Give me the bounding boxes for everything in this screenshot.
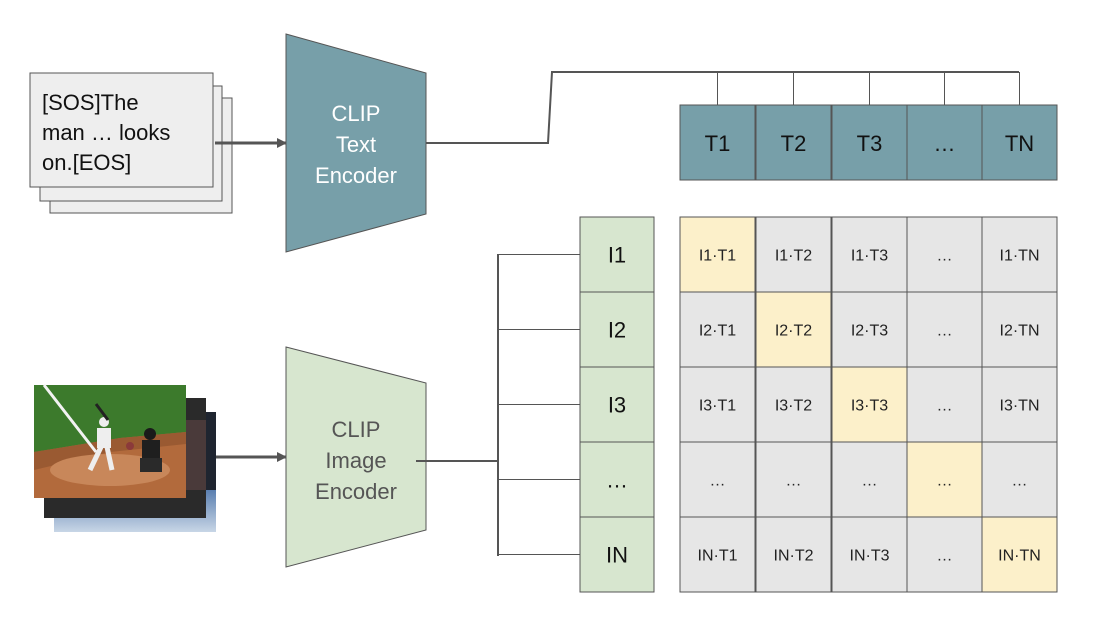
matrix-cell <box>755 516 832 593</box>
image-encoder: CLIP Image Encoder <box>285 346 427 568</box>
matrix-cell <box>981 291 1058 368</box>
matrix-cell-label: I2·T3 <box>851 323 888 340</box>
text-card-stack: [SOS]The man … looks on.[EOS] <box>29 72 233 214</box>
matrix-cell-label: … <box>1012 473 1028 490</box>
matrix-cell-label: IN·TN <box>998 548 1041 565</box>
image-token-cell <box>579 366 655 443</box>
text-token-cell <box>755 104 832 181</box>
image-token-label: I1 <box>608 243 626 268</box>
matrix-cell-label: I3·T3 <box>851 398 888 415</box>
image-back-1-detail <box>186 420 206 490</box>
image-encoder-shape <box>285 346 427 568</box>
image-encoder-label-1: CLIP <box>332 417 381 442</box>
matrix-cell-label: … <box>937 548 953 565</box>
text-token-label: T2 <box>781 131 807 156</box>
matrix-cell-label: IN·T1 <box>698 548 738 565</box>
matrix-cell-label: I1·T2 <box>775 248 812 265</box>
matrix-cell <box>679 441 756 518</box>
matrix-cell-label: IN·T3 <box>850 548 890 565</box>
text-encoder: CLIP Text Encoder <box>285 33 427 253</box>
matrix-cell-label: I3·TN <box>1000 398 1040 415</box>
baseball-photo <box>34 384 186 498</box>
text-token-label: … <box>934 131 956 156</box>
text-token-label: T3 <box>857 131 883 156</box>
matrix-cell <box>831 441 908 518</box>
text-token-cell <box>679 104 756 181</box>
text-encoder-label-2: Text <box>336 132 376 157</box>
matrix-cell <box>755 216 832 293</box>
text-encoder-shape <box>285 33 427 253</box>
matrix-cell-label: IN·T2 <box>774 548 814 565</box>
image-encoder-label-3: Encoder <box>315 479 397 504</box>
text-card-line-1: [SOS]The <box>42 90 139 115</box>
matrix-cell <box>831 216 908 293</box>
matrix-cell-label: I1·TN <box>1000 248 1040 265</box>
matrix-cell-label: I2·TN <box>1000 323 1040 340</box>
matrix-cell <box>981 441 1058 518</box>
text-token-cell <box>981 104 1058 181</box>
matrix-cell-label: I1·T1 <box>699 248 736 265</box>
text-token-cell <box>831 104 908 181</box>
similarity-matrix: I1·T1 I1·T2 I1·T3 … I1·TN I2·T1 I2·T2 I2·T3 … I2·… <box>679 216 1058 593</box>
matrix-cell <box>679 291 756 368</box>
matrix-cell-label: … <box>937 248 953 265</box>
matrix-cell <box>906 516 983 593</box>
image-token-label: I2 <box>608 318 626 343</box>
text-card-line-2: man … looks <box>42 120 170 145</box>
image-token-cell <box>579 441 655 518</box>
matrix-cell-diagonal <box>981 516 1058 593</box>
image-token-cell <box>579 516 655 593</box>
matrix-cell <box>755 441 832 518</box>
matrix-cell-diagonal <box>831 366 908 443</box>
matrix-cell-label: … <box>937 323 953 340</box>
matrix-cell-label: … <box>937 398 953 415</box>
matrix-cell-label: I2·T1 <box>699 323 736 340</box>
text-card-line-3: on.[EOS] <box>42 150 131 175</box>
image-token-cell <box>579 216 655 293</box>
matrix-cell-label: … <box>710 473 726 490</box>
image-token-cell <box>579 291 655 368</box>
matrix-cell-label: I2·T2 <box>775 323 812 340</box>
image-token-connectors <box>498 254 580 555</box>
matrix-cell-label: … <box>862 473 878 490</box>
text-token-label: T1 <box>705 131 731 156</box>
image-token-label: I3 <box>608 393 626 418</box>
text-encoder-label-1: CLIP <box>332 101 381 126</box>
matrix-cell-label: I3·T1 <box>699 398 736 415</box>
matrix-cell-label: … <box>786 473 802 490</box>
text-token-label: TN <box>1005 131 1034 156</box>
text-token-cell <box>906 104 983 181</box>
matrix-cell <box>679 516 756 593</box>
matrix-cell-diagonal <box>755 291 832 368</box>
matrix-cell <box>755 366 832 443</box>
matrix-cell <box>981 366 1058 443</box>
matrix-cell-label: … <box>937 473 953 490</box>
matrix-cell <box>906 216 983 293</box>
image-token-label: IN <box>606 543 628 568</box>
matrix-cell <box>981 216 1058 293</box>
text-token-row: T1 T2 T3 … TN <box>679 104 1058 181</box>
text-card-front <box>29 72 214 188</box>
matrix-cell-label: I1·T3 <box>851 248 888 265</box>
text-encoder-output-line <box>426 71 1019 144</box>
text-encoder-label-3: Encoder <box>315 163 397 188</box>
image-encoder-label-2: Image <box>325 448 386 473</box>
image-token-label: … <box>606 468 628 493</box>
image-stack <box>34 384 216 532</box>
text-token-connectors <box>717 72 1020 105</box>
matrix-cell <box>906 291 983 368</box>
matrix-cell-label: I3·T2 <box>775 398 812 415</box>
